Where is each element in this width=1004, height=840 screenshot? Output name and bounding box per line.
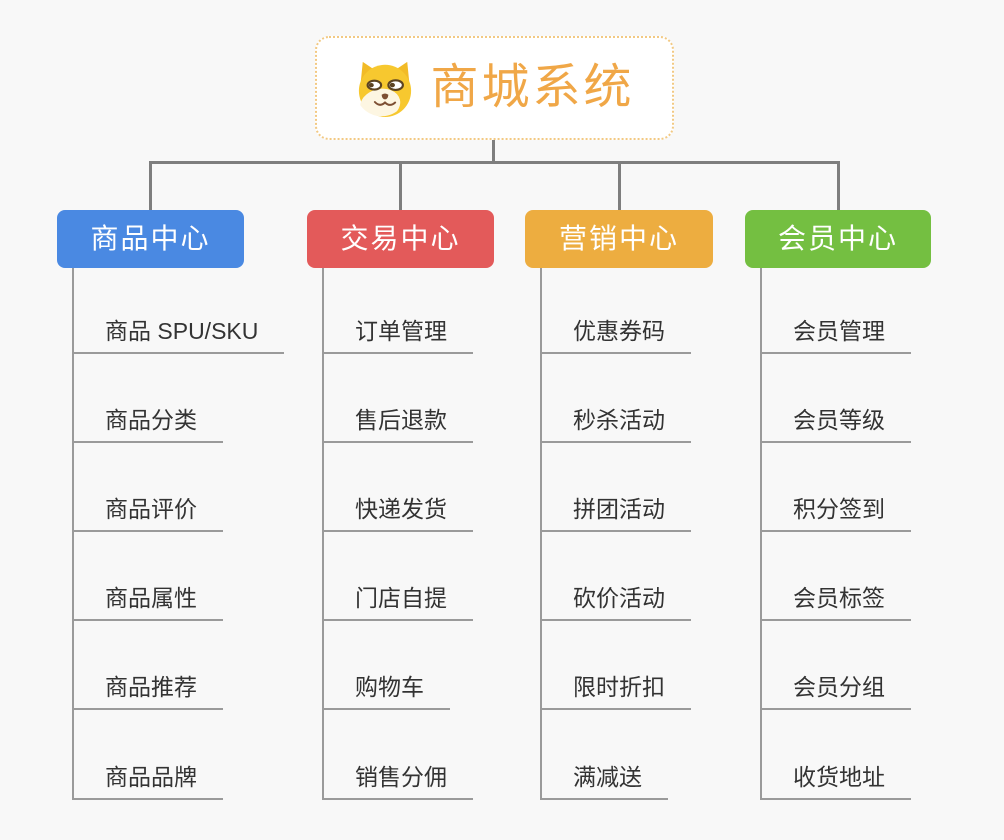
bus-connector-line bbox=[149, 161, 840, 164]
leaf-topic[interactable]: 商品分类 bbox=[72, 402, 223, 443]
leaf-topic[interactable]: 限时折扣 bbox=[540, 669, 691, 710]
leaf-topic[interactable]: 积分签到 bbox=[760, 491, 911, 532]
leaf-topic[interactable]: 会员管理 bbox=[760, 313, 911, 354]
branch-connector-line bbox=[149, 161, 152, 210]
doge-icon bbox=[359, 61, 412, 117]
leaf-topic[interactable]: 售后退款 bbox=[322, 402, 473, 443]
leaf-topic[interactable]: 满减送 bbox=[540, 759, 668, 800]
leaf-topic[interactable]: 商品评价 bbox=[72, 491, 223, 532]
branch-connector-line bbox=[399, 161, 402, 210]
branch-node-2[interactable]: 交易中心 bbox=[307, 210, 494, 268]
branch-trunk-line bbox=[760, 268, 762, 800]
leaf-topic[interactable]: 商品品牌 bbox=[72, 759, 223, 800]
branch-trunk-line bbox=[540, 268, 542, 800]
leaf-topic[interactable]: 会员等级 bbox=[760, 402, 911, 443]
root-label: 商城系统 bbox=[430, 61, 635, 114]
leaf-topic[interactable]: 商品属性 bbox=[72, 580, 223, 621]
leaf-topic[interactable]: 销售分佣 bbox=[322, 759, 473, 800]
leaf-topic[interactable]: 购物车 bbox=[322, 669, 450, 710]
branch-trunk-line bbox=[72, 268, 74, 800]
leaf-topic[interactable]: 拼团活动 bbox=[540, 491, 691, 532]
leaf-topic[interactable]: 商品推荐 bbox=[72, 669, 223, 710]
leaf-topic[interactable]: 订单管理 bbox=[322, 313, 473, 354]
leaf-topic[interactable]: 会员分组 bbox=[760, 669, 911, 710]
root-node[interactable]: 商城系统 bbox=[315, 36, 674, 140]
leaf-topic[interactable]: 收货地址 bbox=[760, 759, 911, 800]
leaf-topic[interactable]: 门店自提 bbox=[322, 580, 473, 621]
leaf-topic[interactable]: 秒杀活动 bbox=[540, 402, 691, 443]
leaf-topic[interactable]: 商品 SPU/SKU bbox=[72, 313, 285, 354]
leaf-topic[interactable]: 会员标签 bbox=[760, 580, 911, 621]
leaf-topic[interactable]: 优惠券码 bbox=[540, 313, 691, 354]
branch-connector-line bbox=[836, 161, 840, 210]
branch-connector-line bbox=[617, 161, 621, 210]
branch-node-3[interactable]: 营销中心 bbox=[525, 210, 713, 268]
branch-trunk-line bbox=[322, 268, 324, 800]
leaf-topic[interactable]: 砍价活动 bbox=[540, 580, 691, 621]
root-connector-line bbox=[492, 140, 495, 164]
branch-node-1[interactable]: 商品中心 bbox=[57, 210, 244, 268]
branch-node-4[interactable]: 会员中心 bbox=[745, 210, 931, 268]
leaf-topic[interactable]: 快递发货 bbox=[322, 491, 473, 532]
